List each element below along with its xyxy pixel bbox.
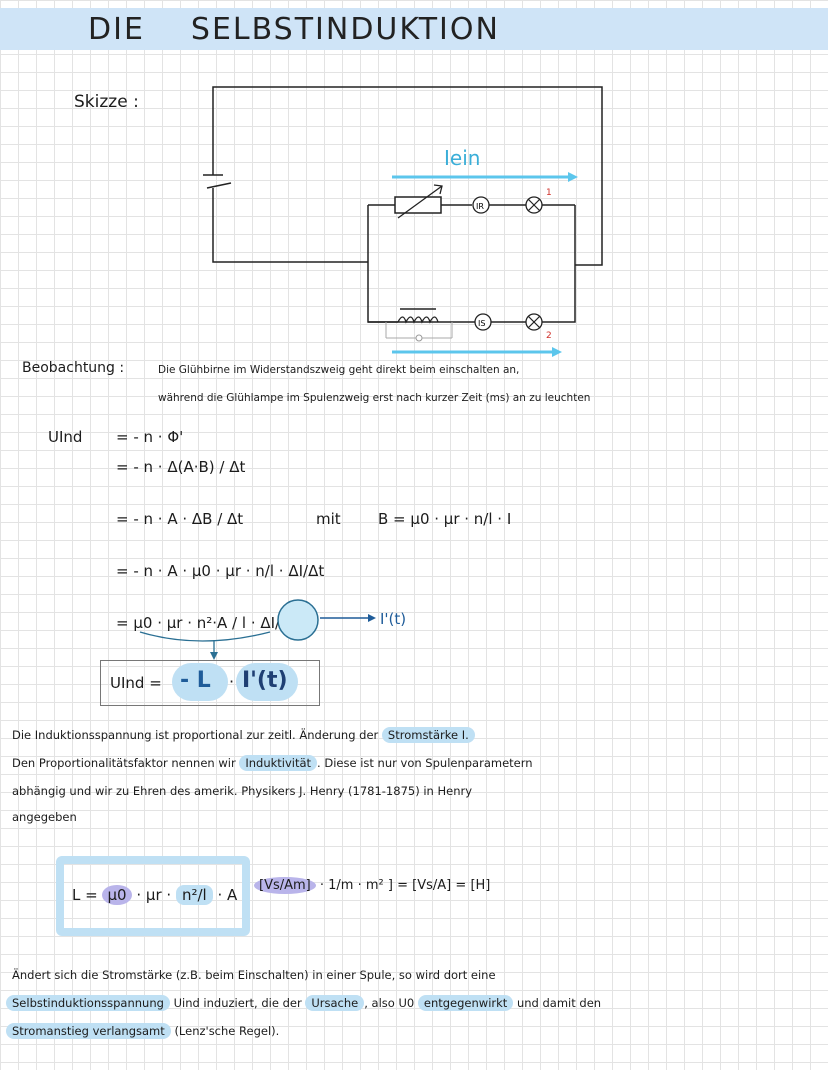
result-iprime: I'(t) xyxy=(242,668,288,693)
text2-line-3: Stromanstieg verlangsamt (Lenz'sche Rege… xyxy=(6,1023,279,1039)
highlight-induktivitaet: Induktivität xyxy=(239,755,318,771)
text1-line-1: Die Induktionsspannung ist proportional … xyxy=(12,727,475,743)
current-label: Iein xyxy=(444,146,480,170)
derivation-row-2: = - n · Δ(A·B) / Δt xyxy=(116,458,246,476)
iprime-target: I'(t) xyxy=(380,610,407,628)
text1-line-3: abhängig und wir zu Ehren des amerik. Ph… xyxy=(12,784,473,798)
derivation-mit: mit xyxy=(316,510,341,528)
variable-resistor xyxy=(394,196,442,214)
uind-lhs: UInd xyxy=(48,428,83,446)
lamp-1-index: 1 xyxy=(546,188,552,198)
title-word-2: SELBSTINDUKTION xyxy=(190,12,500,47)
ammeter-s-label: IS xyxy=(478,319,485,328)
ammeter-s xyxy=(474,313,492,331)
result-lhs: UInd = xyxy=(110,674,162,692)
ammeter-r-label: IR xyxy=(476,202,484,211)
result-dot: · xyxy=(229,672,235,691)
underline-arc xyxy=(139,631,271,642)
highlight-selbstinduktion: Selbstinduktionsspannung xyxy=(6,995,170,1011)
frac-highlight: n²/l xyxy=(175,885,213,905)
observation-line-2: während die Glühlampe im Spulenzweig ers… xyxy=(158,392,591,404)
result-l-highlight xyxy=(172,663,228,701)
observation-line-1: Die Glühbirne im Widerstandszweig geht d… xyxy=(158,364,520,376)
di-dt-circle xyxy=(277,599,319,641)
unit-vs-am: [Vs/Am] xyxy=(254,877,316,894)
derivation-row-5: = μ0 · μr · n²·A / l · ΔI/Δt xyxy=(116,614,297,632)
text1-line-2: Den Proportionalitätsfaktor nennen wir I… xyxy=(12,755,533,771)
observation-label: Beobachtung : xyxy=(22,360,125,376)
b-formula: B = μ0 · μr · n/l · I xyxy=(378,510,511,528)
mu0-highlight: μ0 xyxy=(102,885,132,905)
lamp-2-index: 2 xyxy=(546,331,552,341)
battery-short-plate xyxy=(206,182,232,189)
b-formula-text: B = μ0 · μr · n/l · I xyxy=(378,510,512,528)
circuit-diagram: IR 1 IS 2 Iein xyxy=(203,86,603,357)
title-band xyxy=(0,8,828,50)
highlight-entgegenwirkt: entgegenwirkt xyxy=(417,995,514,1011)
text2-line-2: Selbstinduktionsspannung Uind induziert,… xyxy=(6,995,601,1011)
text2-line-1: Ändert sich die Stromstärke (z.B. beim E… xyxy=(12,968,496,982)
derivation-row-4: = - n · A · μ0 · μr · n/l · ΔI/Δt xyxy=(116,562,325,580)
formula-l-box xyxy=(56,856,250,936)
result-l: - L xyxy=(180,668,211,693)
unit-derivation: [Vs/Am] · 1/m · m² ] = [Vs/A] = [H] xyxy=(254,877,490,894)
result-box xyxy=(100,660,320,706)
title-word-1: DIE xyxy=(88,12,145,47)
coil xyxy=(397,316,439,324)
text1-line-4: angegeben xyxy=(12,810,77,824)
derivation-row-1: = - n · Φ' xyxy=(116,428,184,446)
formula-l: L = μ0 · μr · n²/l · A xyxy=(72,885,238,905)
result-iprime-highlight xyxy=(236,663,298,701)
highlight-stromstaerke: Stromstärke I. xyxy=(381,727,475,743)
highlight-ursache: Ursache xyxy=(305,995,365,1011)
highlight-stromanstieg: Stromanstieg verlangsamt xyxy=(6,1023,171,1039)
page-title: DIE SELBSTINDUKTION xyxy=(88,12,500,47)
sketch-label: Skizze : xyxy=(74,92,139,112)
derivation-annotations xyxy=(139,599,376,660)
derivation-row-3: = - n · A · ΔB / Δt xyxy=(116,510,244,528)
